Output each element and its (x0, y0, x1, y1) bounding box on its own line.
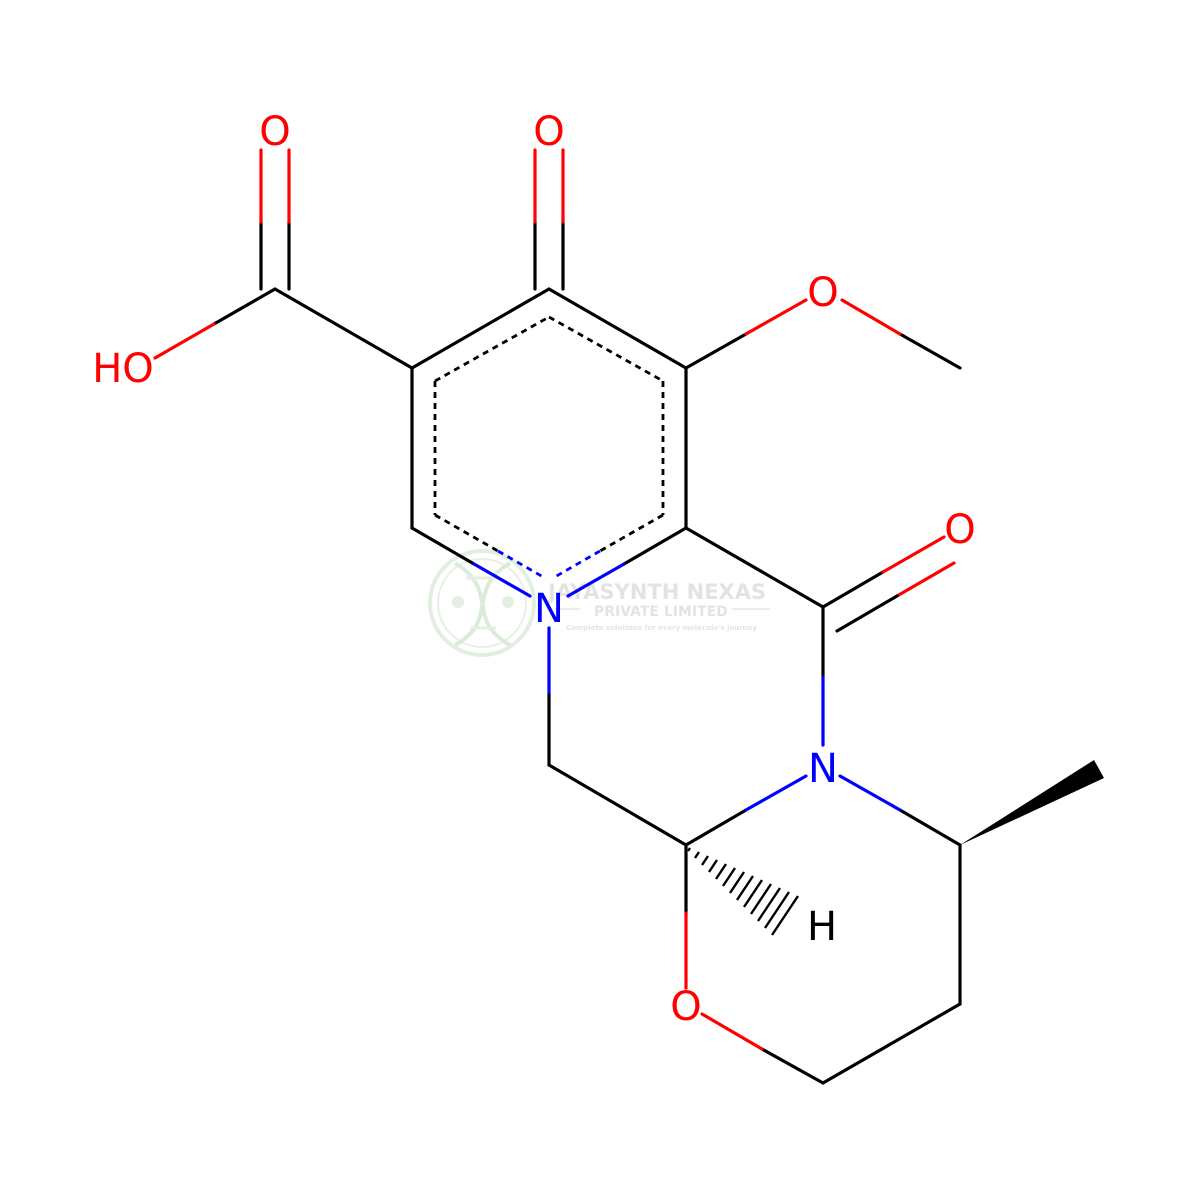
aromatic-dashed-bonds (433, 315, 665, 553)
atom-h-stereo: H (807, 904, 837, 950)
aromatic-dashed-bonds-n (497, 549, 601, 580)
dna-helix-icon (428, 549, 536, 657)
atom-n-pyridinone: N (534, 586, 564, 632)
atom-o-carbonyl-acid: O (259, 109, 290, 155)
carbon-bonds (212, 220, 962, 1085)
atom-o-ketone: O (533, 109, 564, 155)
wedge-bond (960, 760, 1104, 845)
watermark-title: JAYASYNTH NEXAS (546, 580, 766, 604)
hashed-bond (687, 847, 799, 936)
nitrogen-bonds (472, 562, 902, 812)
atom-o-hydroxyl: HO (92, 346, 154, 392)
oxygen-bonds (153, 148, 956, 1051)
atom-o-amide: O (944, 507, 975, 553)
atom-o-methoxy: O (807, 270, 838, 316)
watermark-tagline: Complete solutions for every molecule's … (566, 624, 757, 632)
atom-n-amide: N (808, 746, 838, 792)
atom-o-ring: O (670, 984, 701, 1030)
watermark: JAYASYNTH NEXAS PRIVATE LIMITED Complete… (428, 549, 770, 657)
watermark-subtitle: PRIVATE LIMITED (594, 604, 728, 620)
